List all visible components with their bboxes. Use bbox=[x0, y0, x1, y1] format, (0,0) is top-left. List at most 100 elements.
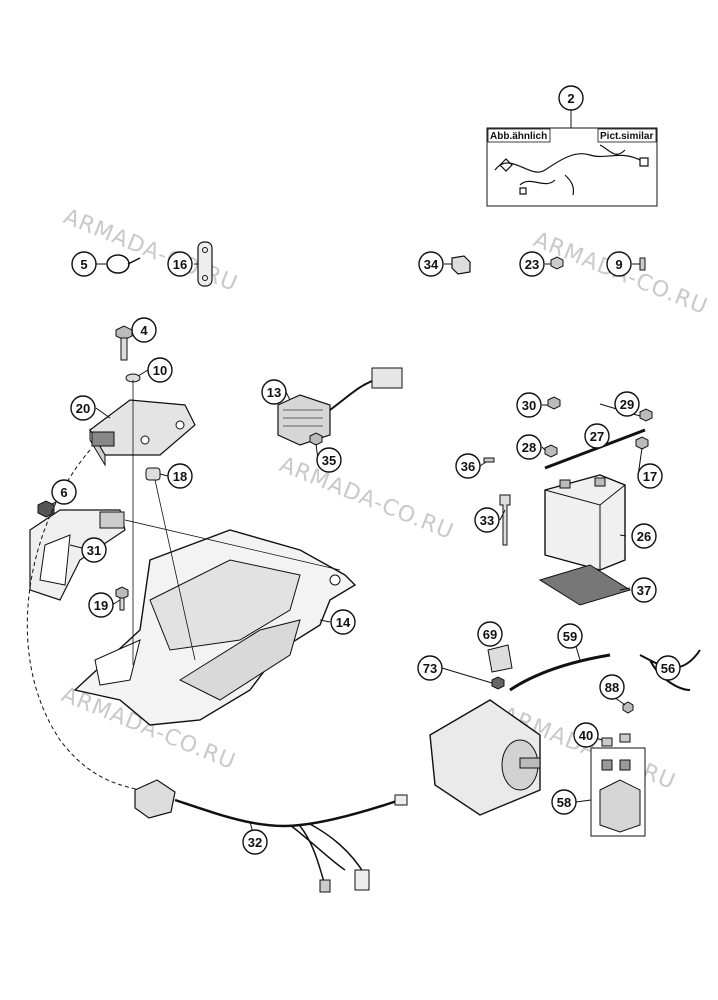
callout-5: 5 bbox=[71, 251, 97, 277]
part-33-strap bbox=[499, 494, 511, 546]
callout-28: 28 bbox=[516, 434, 542, 460]
part-starter-motor bbox=[429, 699, 541, 816]
svg-text:4: 4 bbox=[140, 323, 148, 338]
inset-label-left: Abb.ähnlich bbox=[490, 131, 547, 142]
part-13-regulator bbox=[277, 367, 403, 446]
part-4-screw bbox=[115, 325, 133, 361]
harness-inset: Abb.ähnlich Pict.similar bbox=[486, 110, 658, 207]
svg-text:31: 31 bbox=[87, 543, 101, 558]
assembly-line-c bbox=[154, 479, 196, 661]
callout-31: 31 bbox=[81, 537, 107, 563]
part-73-nut bbox=[491, 676, 505, 690]
svg-text:17: 17 bbox=[643, 469, 657, 484]
part-32-main-harness bbox=[134, 779, 408, 893]
watermark-3: ARMADA-CO.RU bbox=[276, 452, 457, 545]
svg-text:59: 59 bbox=[563, 629, 577, 644]
svg-text:73: 73 bbox=[423, 661, 437, 676]
callout-88: 88 bbox=[599, 674, 625, 700]
callout-27: 27 bbox=[584, 423, 610, 449]
svg-text:36: 36 bbox=[461, 459, 475, 474]
callout-73: 73 bbox=[417, 655, 443, 681]
part-26-battery bbox=[544, 474, 626, 571]
callout-40: 40 bbox=[573, 722, 599, 748]
part-36-screw bbox=[483, 457, 495, 463]
part-27-battery-strap bbox=[544, 428, 646, 470]
part-23-nut bbox=[550, 256, 564, 270]
part-18-spacer bbox=[145, 467, 161, 481]
callout-30: 30 bbox=[516, 392, 542, 418]
part-16-bracket bbox=[197, 241, 213, 287]
svg-text:10: 10 bbox=[153, 363, 167, 378]
part-9-terminal bbox=[639, 257, 646, 271]
part-37-pad bbox=[538, 564, 632, 606]
svg-text:28: 28 bbox=[522, 440, 536, 455]
callout-2: 2 bbox=[558, 85, 584, 111]
svg-text:20: 20 bbox=[76, 401, 90, 416]
svg-text:5: 5 bbox=[80, 257, 87, 272]
inset-harness-drawing bbox=[494, 144, 649, 196]
callout-13: 13 bbox=[261, 379, 287, 405]
callout-10: 10 bbox=[147, 357, 173, 383]
part-6-relay bbox=[37, 500, 55, 518]
part-30-bolt bbox=[547, 396, 561, 410]
callout-26: 26 bbox=[631, 523, 657, 549]
callout-56: 56 bbox=[655, 655, 681, 681]
svg-text:26: 26 bbox=[637, 529, 651, 544]
callout-9: 9 bbox=[606, 251, 632, 277]
callouts: 2 5 16 34 23 9 4 10 13 20 30 29 27 28 35… bbox=[51, 85, 681, 855]
svg-text:29: 29 bbox=[620, 397, 634, 412]
callout-29: 29 bbox=[614, 391, 640, 417]
callout-17: 17 bbox=[637, 463, 663, 489]
part-19-screw bbox=[115, 586, 129, 611]
svg-text:18: 18 bbox=[173, 469, 187, 484]
svg-text:14: 14 bbox=[336, 615, 351, 630]
svg-text:37: 37 bbox=[637, 583, 651, 598]
callout-4: 4 bbox=[131, 317, 157, 343]
callout-19: 19 bbox=[88, 592, 114, 618]
svg-text:58: 58 bbox=[557, 795, 571, 810]
svg-text:33: 33 bbox=[480, 513, 494, 528]
svg-text:56: 56 bbox=[661, 661, 675, 676]
callout-18: 18 bbox=[167, 463, 193, 489]
callout-58: 58 bbox=[551, 789, 577, 815]
callout-6: 6 bbox=[51, 479, 77, 505]
part-29-bolt bbox=[639, 408, 653, 422]
svg-text:32: 32 bbox=[248, 835, 262, 850]
assembly-dashed-line bbox=[26, 449, 141, 791]
svg-text:35: 35 bbox=[322, 453, 336, 468]
callout-59: 59 bbox=[557, 623, 583, 649]
callout-33: 33 bbox=[474, 507, 500, 533]
svg-text:88: 88 bbox=[605, 680, 619, 695]
part-28-nut bbox=[544, 444, 558, 458]
watermark-1: ARMADA-CO.RU bbox=[60, 204, 241, 297]
part-35-bolt bbox=[309, 432, 323, 446]
svg-text:30: 30 bbox=[522, 398, 536, 413]
svg-text:2: 2 bbox=[567, 91, 574, 106]
svg-text:16: 16 bbox=[173, 257, 187, 272]
callout-36: 36 bbox=[455, 453, 481, 479]
callout-14: 14 bbox=[330, 609, 356, 635]
part-69-cap bbox=[487, 644, 513, 673]
part-58-starter-relay bbox=[590, 747, 646, 837]
callout-34: 34 bbox=[418, 251, 444, 277]
svg-text:27: 27 bbox=[590, 429, 604, 444]
callout-23: 23 bbox=[519, 251, 545, 277]
part-20-ecu bbox=[89, 399, 196, 467]
svg-text:34: 34 bbox=[424, 257, 439, 272]
part-14-subframe bbox=[73, 529, 357, 726]
callout-35: 35 bbox=[316, 447, 342, 473]
part-31-holder bbox=[29, 509, 126, 601]
part-59-cable bbox=[509, 653, 611, 692]
part-88-screw bbox=[622, 701, 634, 714]
part-34-clip bbox=[451, 255, 471, 275]
assembly-line-a bbox=[124, 519, 341, 571]
part-5-cable-tie bbox=[106, 254, 141, 274]
svg-text:6: 6 bbox=[60, 485, 67, 500]
svg-text:69: 69 bbox=[483, 627, 497, 642]
callout-16: 16 bbox=[167, 251, 193, 277]
inset-label-right: Pict.similar bbox=[600, 131, 653, 142]
callout-69: 69 bbox=[477, 621, 503, 647]
callout-20: 20 bbox=[70, 395, 96, 421]
part-40-clip bbox=[601, 733, 631, 747]
